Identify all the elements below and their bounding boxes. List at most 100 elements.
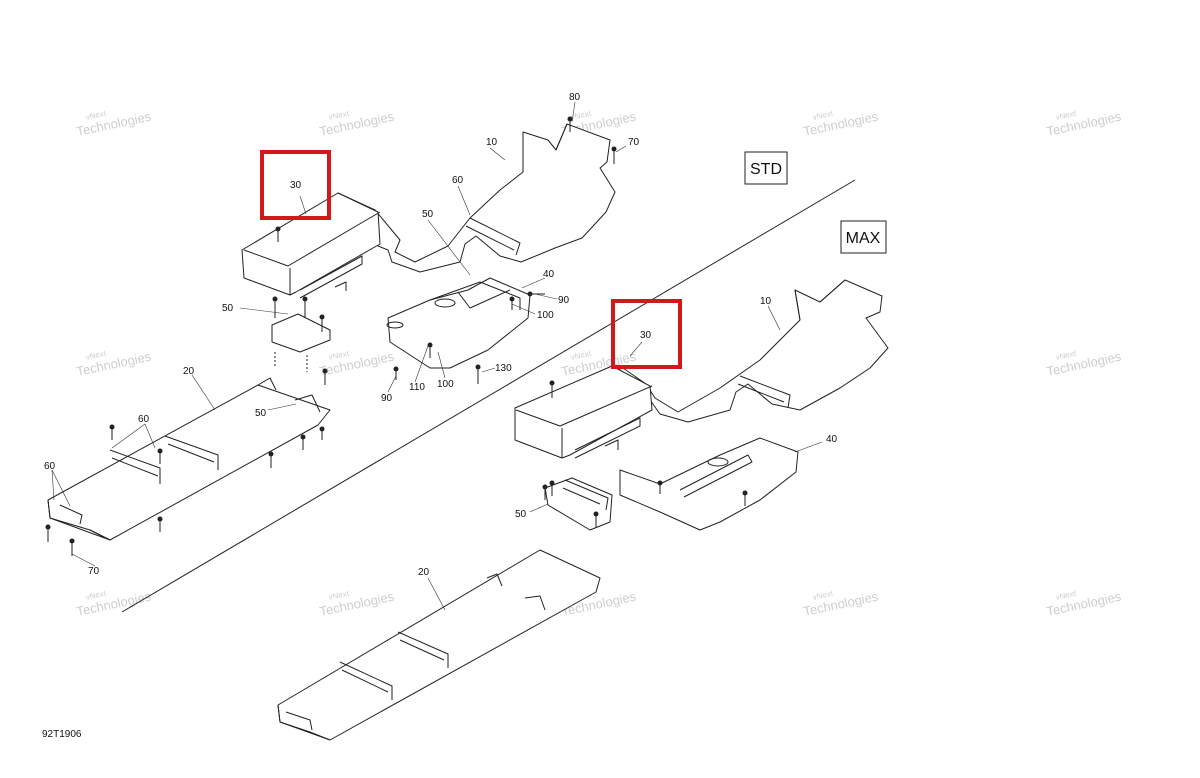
max-part-10-front-skid-plate	[619, 279, 889, 423]
svg-text:vNext: vNext	[1055, 349, 1078, 362]
watermark: vNext Technologies	[1045, 349, 1123, 380]
std-part-60-bracket-b	[465, 225, 515, 251]
max-part-20-bracket-b	[397, 631, 449, 668]
std-part-30-fold	[243, 211, 381, 267]
std-part-30-rail	[289, 255, 363, 299]
max-callouts: 10 30 40 50 20	[418, 296, 838, 578]
std-callout-60: 60	[452, 175, 464, 186]
std-fasteners	[45, 116, 617, 556]
std-part-50-center-bracket	[271, 313, 331, 353]
svg-text:vNext: vNext	[1055, 589, 1078, 602]
svg-text:vNext: vNext	[570, 349, 593, 362]
std-callout-20: 20	[183, 366, 195, 377]
max-leader-lines	[427, 305, 823, 611]
max-part-30-highlight	[611, 299, 682, 369]
std-callout-50-c: 50	[255, 408, 267, 419]
std-callout-60-c: 60	[44, 461, 56, 472]
watermark: vNext Technologies	[318, 109, 396, 140]
std-part-30-side-plate	[241, 192, 381, 296]
std-part-30-tab	[334, 281, 347, 291]
section-divider-line	[121, 179, 856, 613]
svg-text:vNext: vNext	[85, 109, 108, 122]
std-part-40-hole-2	[386, 321, 404, 329]
std-label-box: STD	[744, 151, 788, 185]
std-part-10-front-skid-plate	[337, 123, 616, 273]
max-callout-10: 10	[760, 296, 772, 307]
std-callout-90-b: 90	[381, 393, 393, 404]
watermark: vNext Technologies	[75, 109, 153, 140]
watermark: vNext Technologies	[75, 589, 153, 620]
std-leader-lines	[51, 101, 627, 567]
svg-text:vNext: vNext	[812, 589, 835, 602]
watermark: vNext Technologies	[318, 589, 396, 620]
max-callout-40: 40	[826, 434, 838, 445]
std-callout-40: 40	[543, 269, 555, 280]
std-part-40-hole	[434, 298, 456, 308]
watermark: vNext Technologies	[1045, 589, 1123, 620]
std-callout-130: 130	[495, 363, 512, 374]
std-callout-90: 90	[558, 295, 570, 306]
std-part-60-bracket-c	[109, 449, 161, 484]
std-part-20-floor-plate	[47, 384, 331, 541]
std-part-60-bracket-a	[469, 217, 521, 256]
svg-text:vNext: vNext	[812, 109, 835, 122]
max-part-30-tab	[604, 439, 619, 450]
max-part-30-rail	[561, 417, 641, 459]
std-callout-60-b: 60	[138, 414, 150, 425]
std-part-60-bracket-d	[164, 435, 219, 470]
max-fasteners	[542, 380, 748, 527]
std-part-10-detail	[522, 123, 568, 172]
std-callouts: 10 60 50 30 80 70 40 90 100 50 20 50 60 …	[44, 92, 640, 577]
max-part-30-side-plate	[514, 365, 653, 459]
max-part-50-detail	[562, 479, 609, 511]
std-callout-30: 30	[290, 180, 302, 191]
std-callout-50: 50	[422, 209, 434, 220]
svg-text:vNext: vNext	[570, 109, 593, 122]
svg-text:vNext: vNext	[1055, 109, 1078, 122]
svg-text:vNext: vNext	[328, 589, 351, 602]
max-label: MAX	[846, 230, 881, 247]
max-part-50-center-bracket	[544, 477, 613, 531]
std-callout-110: 110	[409, 382, 425, 393]
svg-text:vNext: vNext	[328, 109, 351, 122]
max-callout-20: 20	[418, 567, 430, 578]
std-callout-80: 80	[569, 92, 581, 103]
std-callout-10: 10	[486, 137, 498, 148]
max-part-20-floor-plate	[277, 549, 601, 741]
max-part-40-rail	[679, 454, 753, 498]
svg-text:vNext: vNext	[328, 349, 351, 362]
svg-text:vNext: vNext	[85, 589, 108, 602]
std-part-40-rear-plate	[387, 277, 531, 369]
std-callout-70: 70	[628, 137, 640, 148]
max-part-20-tab-b	[486, 573, 503, 587]
figure-code: 92T1906	[42, 729, 82, 740]
max-assembly: 10 30 40 50 20	[277, 279, 889, 741]
std-callout-100-b: 100	[437, 379, 454, 390]
std-callout-70-b: 70	[88, 566, 100, 577]
max-callout-50: 50	[515, 509, 527, 520]
max-label-box: MAX	[840, 220, 887, 254]
max-part-30-fold	[515, 385, 653, 427]
std-part-20-tab	[257, 377, 277, 391]
max-part-10-detail	[794, 279, 846, 321]
std-part-50-bracket	[294, 394, 321, 413]
std-callout-50-b: 50	[222, 303, 234, 314]
svg-text:vNext: vNext	[85, 349, 108, 362]
max-part-60-bracket	[737, 375, 791, 409]
max-part-20-handle	[285, 711, 313, 731]
std-part-60-bracket-e	[59, 504, 83, 525]
std-part-40-detail	[429, 281, 521, 310]
max-part-40-hole	[707, 457, 729, 467]
watermark: vNext Technologies	[318, 349, 396, 380]
watermark: vNext Technologies	[1045, 109, 1123, 140]
std-callout-100: 100	[537, 310, 554, 321]
watermark: vNext Technologies	[802, 109, 880, 140]
max-callout-30: 30	[640, 330, 652, 341]
std-part-30-highlight	[260, 150, 331, 220]
watermark: vNext Technologies	[802, 589, 880, 620]
max-part-20-bracket-a	[339, 661, 393, 700]
std-part-20-edge	[47, 499, 111, 541]
max-part-20-edge	[277, 704, 331, 741]
std-label: STD	[750, 161, 782, 178]
